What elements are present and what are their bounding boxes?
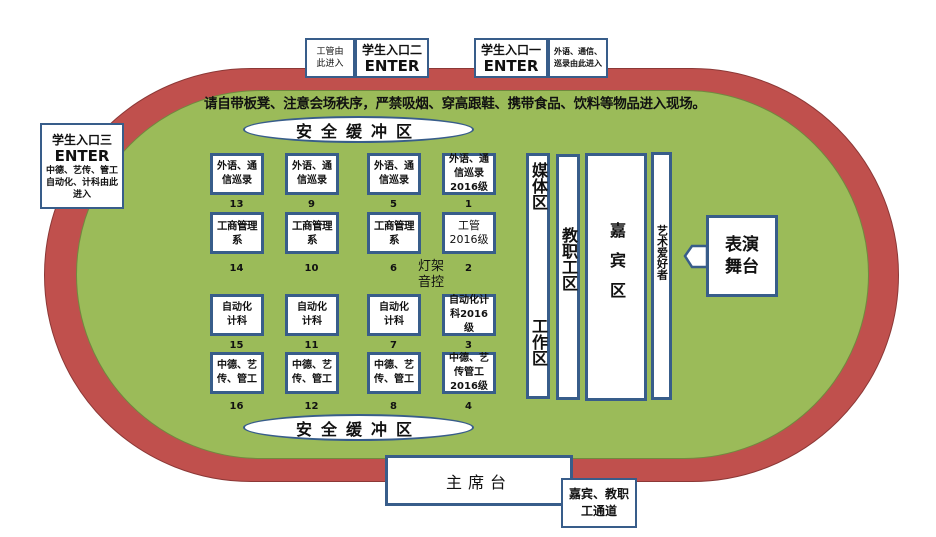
seating-block-label: 自动化计科2016级 (449, 295, 489, 334)
gate-1-note-text: 外语、通信、巡录由此进入 (554, 47, 602, 68)
stage-label: 表演舞台 (725, 235, 759, 277)
gate-1-note: 外语、通信、巡录由此进入 (548, 38, 608, 78)
seating-block[interactable]: 中德、艺传、管工 (210, 352, 264, 394)
seating-block-label: 中德、艺传、管工 (217, 360, 257, 385)
gate-3-title: 学生入口三 (51, 132, 112, 147)
gate-2-enter: ENTER (364, 56, 420, 75)
seating-block-number: 9 (308, 199, 315, 210)
buffer-zone-top-label: 安全缓冲区 (295, 121, 421, 141)
seating-block[interactable]: 自动化计科 (285, 294, 339, 336)
seating-block-number: 8 (390, 401, 397, 412)
seating-block-label: 中德、艺传管工2016级 (449, 353, 489, 392)
performance-stage[interactable]: 表演舞台 (706, 215, 778, 297)
work-zone-label: 工作区 (529, 318, 548, 366)
seating-block-number: 5 (390, 199, 397, 210)
seating-block-number: 15 (229, 340, 244, 351)
seating-block-label: 自动化计科 (222, 302, 252, 327)
main-podium[interactable]: 主席台 (385, 455, 573, 506)
buffer-zone-bottom: 安全缓冲区 (243, 414, 474, 441)
seating-block-label: 工管2016级 (449, 219, 489, 246)
lighting-sound-text: 灯架音控 (418, 259, 445, 290)
seating-block[interactable]: 自动化计科 (367, 294, 421, 336)
gate-3-enter: ENTER (54, 146, 110, 165)
staff-zone-label: 教职工区 (559, 227, 578, 291)
gate-2-title: 学生入口二 (361, 42, 422, 57)
seating-block-number: 3 (465, 340, 472, 351)
notice-text: 请自带板凳、注意会场秩序，严禁吸烟、穿高跟鞋、携带食品、饮料等物品进入现场。 (204, 96, 706, 112)
seating-block-number: 10 (304, 263, 319, 274)
gate-1[interactable]: 学生入口一 ENTER (474, 38, 548, 78)
gate-2-note: 工管由此进入 (305, 38, 355, 78)
seating-block-number: 7 (390, 340, 397, 351)
seating-block[interactable]: 自动化计科 (210, 294, 264, 336)
seating-block-label: 外语、通信巡录 (292, 161, 332, 186)
guest-zone-label: 嘉宾区 (607, 222, 626, 312)
gate-1-enter: ENTER (483, 56, 539, 75)
seating-block-number: 13 (229, 199, 244, 210)
seating-block-number: 2 (465, 263, 472, 274)
seating-block-label: 工商管理系 (374, 220, 415, 246)
gate-2-note-text: 工管由此进入 (316, 47, 344, 69)
seating-block[interactable]: 外语、通信巡录 (210, 153, 264, 195)
seating-block-label: 外语、通信巡录2016级 (449, 154, 489, 193)
buffer-zone-top: 安全缓冲区 (243, 116, 474, 143)
seating-block[interactable]: 外语、通信巡录2016级 (442, 153, 496, 195)
seating-block-label: 中德、艺传、管工 (292, 360, 332, 385)
lighting-sound-label: 灯架音控 (418, 259, 448, 291)
gate-1-title: 学生入口一 (480, 42, 541, 57)
seating-block-label: 外语、通信巡录 (374, 161, 414, 186)
media-zone-label: 媒体区 (529, 162, 548, 210)
seating-block[interactable]: 外语、通信巡录 (367, 153, 421, 195)
seating-block[interactable]: 工商管理系 (210, 212, 264, 254)
gate-3[interactable]: 学生入口三 ENTER 中德、艺传、管工自动化、计科由此进入 (40, 123, 124, 209)
art-zone-label: 艺术爱好者 (655, 225, 669, 280)
seating-block-label: 工商管理系 (292, 220, 333, 246)
seating-block[interactable]: 工管2016级 (442, 212, 496, 254)
guest-zone[interactable]: 嘉宾区 (585, 153, 647, 401)
media-work-zone[interactable]: 媒体区 工作区 (526, 153, 550, 399)
seating-block-number: 16 (229, 401, 244, 412)
seating-block[interactable]: 自动化计科2016级 (442, 294, 496, 336)
art-zone[interactable]: 艺术爱好者 (651, 152, 672, 400)
seating-block-label: 自动化计科 (297, 302, 327, 327)
seating-block-label: 工商管理系 (217, 220, 258, 246)
guest-staff-passage[interactable]: 嘉宾、教职工通道 (561, 478, 637, 528)
buffer-zone-bottom-label: 安全缓冲区 (295, 419, 421, 439)
seating-block[interactable]: 中德、艺传、管工 (367, 352, 421, 394)
seating-block-number: 1 (465, 199, 472, 210)
seating-block[interactable]: 工商管理系 (285, 212, 339, 254)
seating-block-number: 11 (304, 340, 319, 351)
seating-block-label: 自动化计科 (379, 302, 409, 327)
seating-block-number: 6 (390, 263, 397, 274)
gate-2[interactable]: 学生入口二 ENTER (355, 38, 429, 78)
seating-block-number: 12 (304, 401, 319, 412)
seating-block[interactable]: 中德、艺传管工2016级 (442, 352, 496, 394)
seating-block-number: 4 (465, 401, 472, 412)
seating-block[interactable]: 工商管理系 (367, 212, 421, 254)
seating-block[interactable]: 外语、通信巡录 (285, 153, 339, 195)
seating-block-label: 外语、通信巡录 (217, 161, 257, 186)
seating-block-label: 中德、艺传、管工 (374, 360, 414, 385)
seating-block[interactable]: 中德、艺传、管工 (285, 352, 339, 394)
podium-label: 主席台 (445, 472, 512, 492)
seating-block-number: 14 (229, 263, 244, 274)
gate-3-note: 中德、艺传、管工自动化、计科由此进入 (45, 165, 118, 200)
passage-label: 嘉宾、教职工通道 (568, 487, 629, 518)
staff-zone[interactable]: 教职工区 (556, 154, 580, 400)
